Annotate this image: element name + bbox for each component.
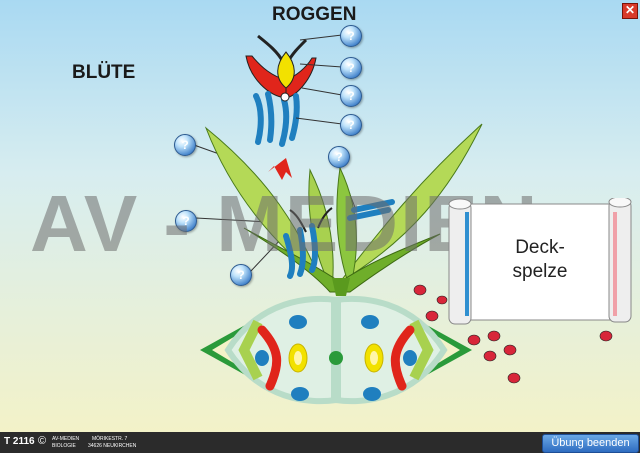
- answer-scroll[interactable]: Deck- spelze: [447, 196, 633, 326]
- hint-icon[interactable]: ?: [340, 25, 362, 47]
- arrow-up-icon: [268, 158, 292, 180]
- hint-icon[interactable]: ?: [230, 264, 252, 286]
- spikelet: [204, 123, 483, 296]
- footer-bar: T 2116 © AV-MEDIEN MÖRIKESTR. 7 BIOLOGIE…: [0, 432, 640, 453]
- answer-line: Deck-: [515, 237, 565, 258]
- copyright-symbol: ©: [38, 435, 47, 447]
- page-title: ROGGEN: [272, 4, 357, 25]
- answer-text: Deck- spelze: [447, 236, 633, 284]
- publisher-name: AV-MEDIEN: [52, 436, 80, 442]
- answer-line: spelze: [512, 261, 568, 282]
- hint-icon[interactable]: ?: [340, 114, 362, 136]
- hint-icon[interactable]: ?: [340, 85, 362, 107]
- publisher-city: 34626 NEUKIRCHEN: [88, 443, 137, 449]
- scene: [193, 34, 613, 405]
- hint-icon[interactable]: ?: [174, 134, 196, 156]
- product-code: T 2116: [4, 436, 35, 447]
- hint-icon[interactable]: ?: [328, 146, 350, 168]
- close-icon[interactable]: ✕: [622, 3, 638, 19]
- cross-section: [200, 295, 472, 405]
- ladybug-icon: [413, 284, 613, 384]
- end-exercise-button[interactable]: Übung beenden: [542, 434, 639, 453]
- flower-detail: [245, 34, 317, 147]
- hint-icon[interactable]: ?: [175, 210, 197, 232]
- scroll-shape: [448, 196, 632, 325]
- section-title: BLÜTE: [72, 62, 136, 83]
- publisher-subject: BIOLOGIE: [52, 443, 76, 449]
- publisher-street: MÖRIKESTR. 7: [92, 436, 128, 442]
- hint-icon[interactable]: ?: [340, 57, 362, 79]
